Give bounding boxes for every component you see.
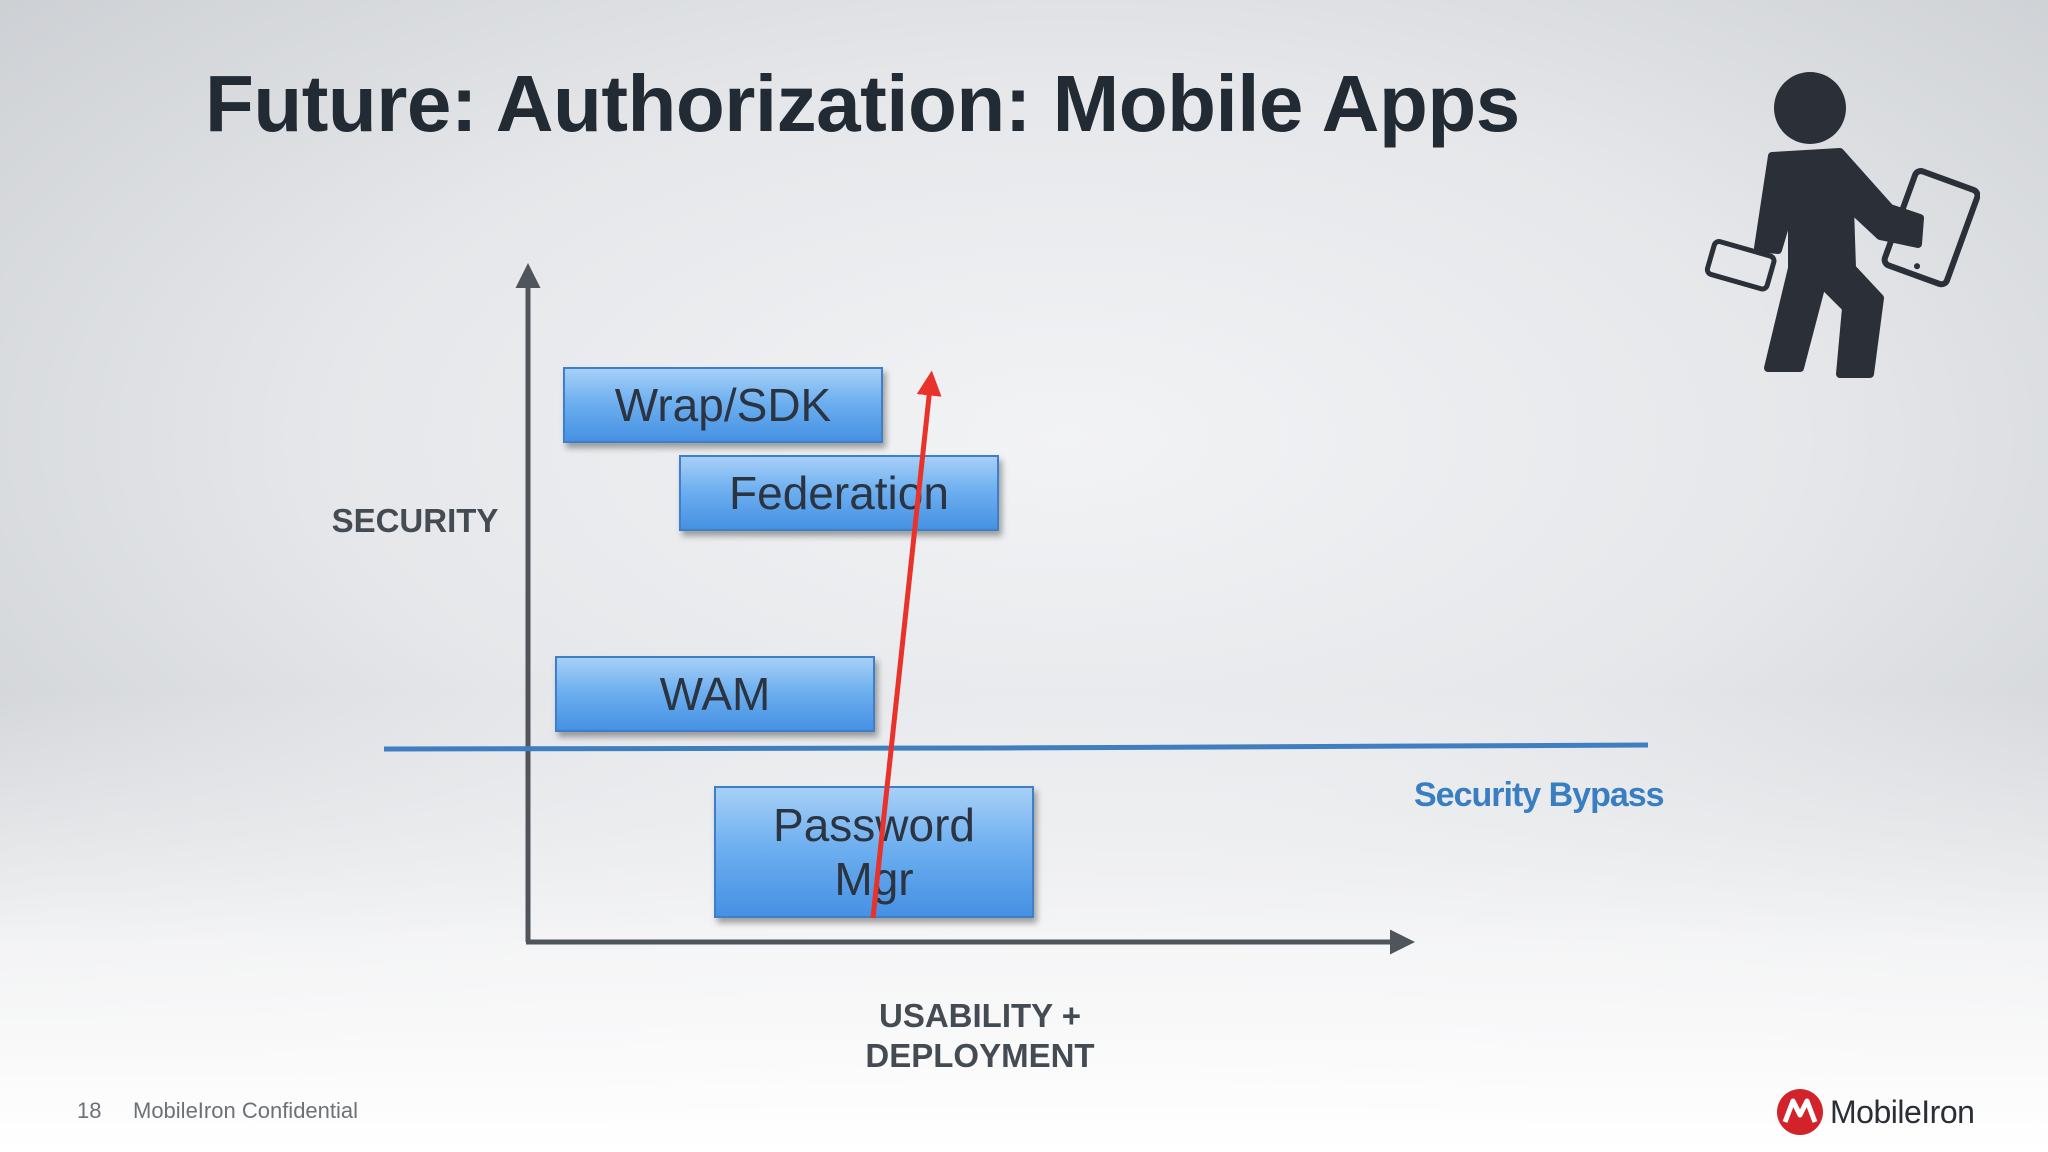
wrap-sdk-box: Wrap/SDK <box>563 367 883 443</box>
security-bypass-line <box>383 742 1649 752</box>
password-mgr-label-line-1: Password <box>773 799 975 851</box>
person-with-devices-icon <box>1704 72 1980 378</box>
background-floor <box>0 690 2048 1152</box>
mobileiron-logo: MobileIron <box>1776 1088 2000 1136</box>
mobileiron-logo-icon <box>1777 1089 1823 1135</box>
wam-box: WAM <box>555 656 875 732</box>
x-axis-label: USABILITY + DEPLOYMENT <box>830 996 1130 1076</box>
wrap-sdk-label: Wrap/SDK <box>614 379 832 431</box>
slide-title: Future: Authorization: Mobile Apps <box>205 59 1520 148</box>
federation-box: Federation <box>679 455 999 531</box>
y-axis-label: SECURITY <box>331 502 499 539</box>
phone-icon <box>1704 239 1777 292</box>
brand-name: MobileIron <box>1830 1094 1975 1130</box>
x-axis-label-line-1: USABILITY + <box>878 997 1081 1034</box>
password-mgr-box: Password Mgr <box>714 786 1034 918</box>
security-bypass-label: Security Bypass <box>1414 776 1665 814</box>
federation-label: Federation <box>729 467 949 519</box>
wam-label: WAM <box>659 668 771 720</box>
x-axis-label-line-2: DEPLOYMENT <box>865 1037 1095 1074</box>
tablet-icon <box>1881 168 1980 288</box>
red-trend-arrow <box>870 370 942 919</box>
confidential-notice: MobileIron Confidential <box>133 1098 359 1123</box>
page-number: 18 <box>77 1098 102 1123</box>
